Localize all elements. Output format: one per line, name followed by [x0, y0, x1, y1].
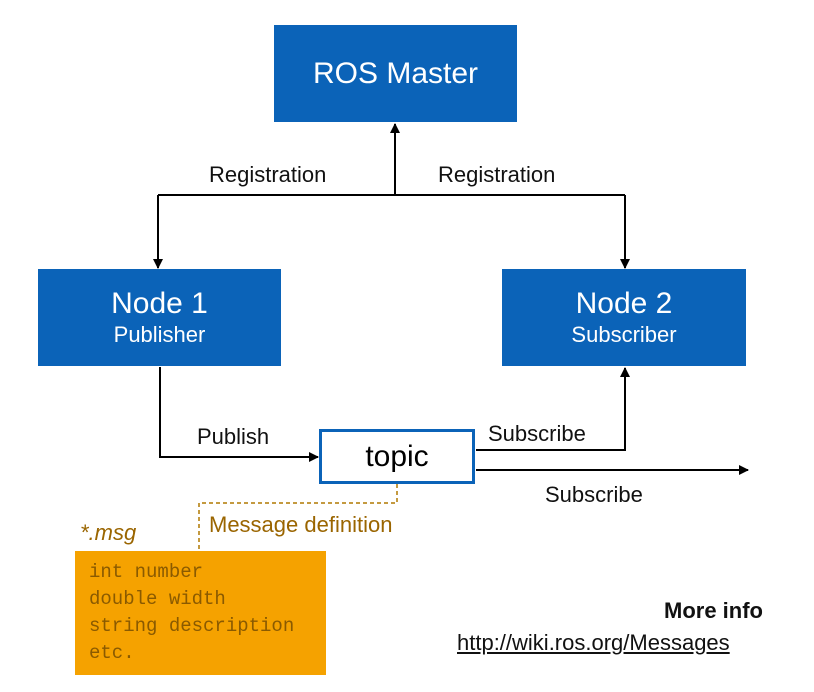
registration-right-label: Registration [438, 162, 556, 187]
publish-arrow [159, 367, 319, 462]
msg-line: etc. [89, 642, 135, 664]
msg-line: double width [89, 588, 226, 610]
msg-line: string description [89, 615, 295, 637]
node2-title: Node 2 [575, 286, 673, 320]
subscribe-upper-label: Subscribe [488, 421, 586, 446]
node1-box: Node 1 Publisher [38, 269, 281, 366]
registration-left-label: Registration [209, 162, 327, 187]
ros-master-label: ROS Master [312, 56, 479, 90]
topic-box: topic [319, 429, 475, 484]
message-definition-dashed-line [198, 484, 398, 552]
more-info-link[interactable]: http://wiki.ros.org/Messages [457, 630, 730, 655]
msg-definition-box: int number double width string descripti… [75, 551, 326, 675]
node2-role: Subscriber [571, 321, 677, 347]
subscribe-lower-label: Subscribe [545, 482, 643, 507]
msg-file-tag: *.msg [80, 520, 137, 545]
msg-line: int number [89, 561, 204, 583]
node1-role: Publisher [113, 321, 206, 347]
message-definition-label: Message definition [209, 512, 393, 537]
publish-label: Publish [197, 424, 270, 449]
more-info-title: More info [664, 598, 763, 623]
ros-master-box: ROS Master [274, 25, 517, 122]
subscribe-node2-arrow [476, 367, 630, 451]
node2-box: Node 2 Subscriber [502, 269, 746, 366]
node1-title: Node 1 [111, 286, 208, 320]
topic-label: topic [365, 439, 429, 473]
